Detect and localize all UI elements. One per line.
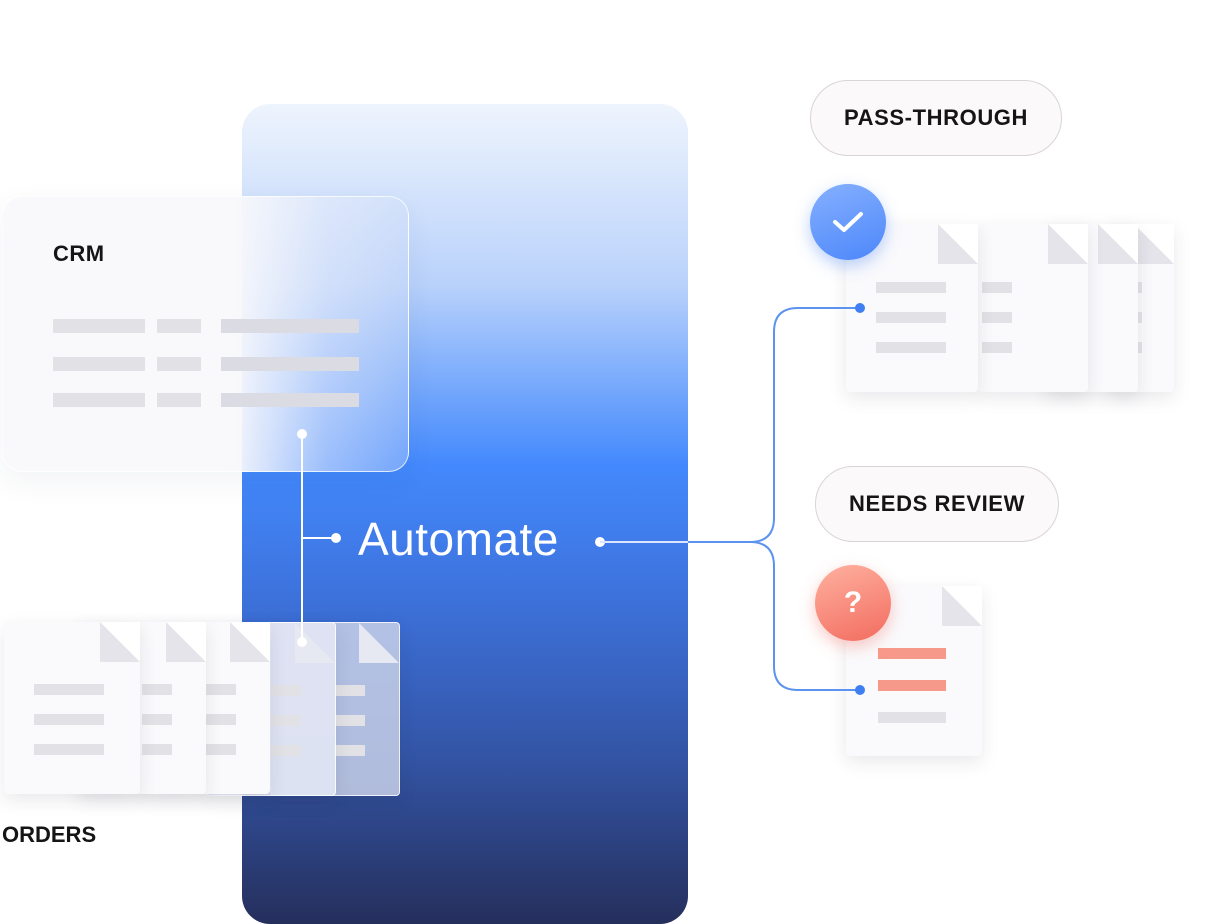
crm-title: CRM: [53, 241, 105, 266]
needs-review-pill: NEEDS REVIEW: [815, 466, 1059, 542]
check-icon: [810, 184, 886, 260]
pass-through-label: PASS-THROUGH: [843, 105, 1029, 130]
crm-table-cell: [157, 357, 201, 371]
needs-review-label: NEEDS REVIEW: [849, 491, 1025, 516]
automate-label: Automate: [358, 513, 559, 565]
crm-table-cell: [157, 393, 201, 407]
crm-card: CRM: [2, 196, 409, 472]
crm-table-cell: [53, 319, 145, 333]
question-icon: ?: [815, 565, 891, 641]
orders-label: ORDERS: [2, 822, 97, 847]
crm-table-cell: [157, 319, 201, 333]
highlighted-line: [878, 680, 946, 691]
crm-table-cell: [221, 357, 359, 371]
highlighted-line: [878, 648, 946, 659]
crm-table-cell: [221, 319, 359, 333]
crm-table-cell: [221, 393, 359, 407]
passed-document: [978, 224, 1088, 392]
crm-table-cell: [53, 357, 145, 371]
pass-through-pill: PASS-THROUGH: [810, 80, 1062, 156]
crm-table-cell: [53, 393, 145, 407]
order-document: [4, 622, 140, 794]
